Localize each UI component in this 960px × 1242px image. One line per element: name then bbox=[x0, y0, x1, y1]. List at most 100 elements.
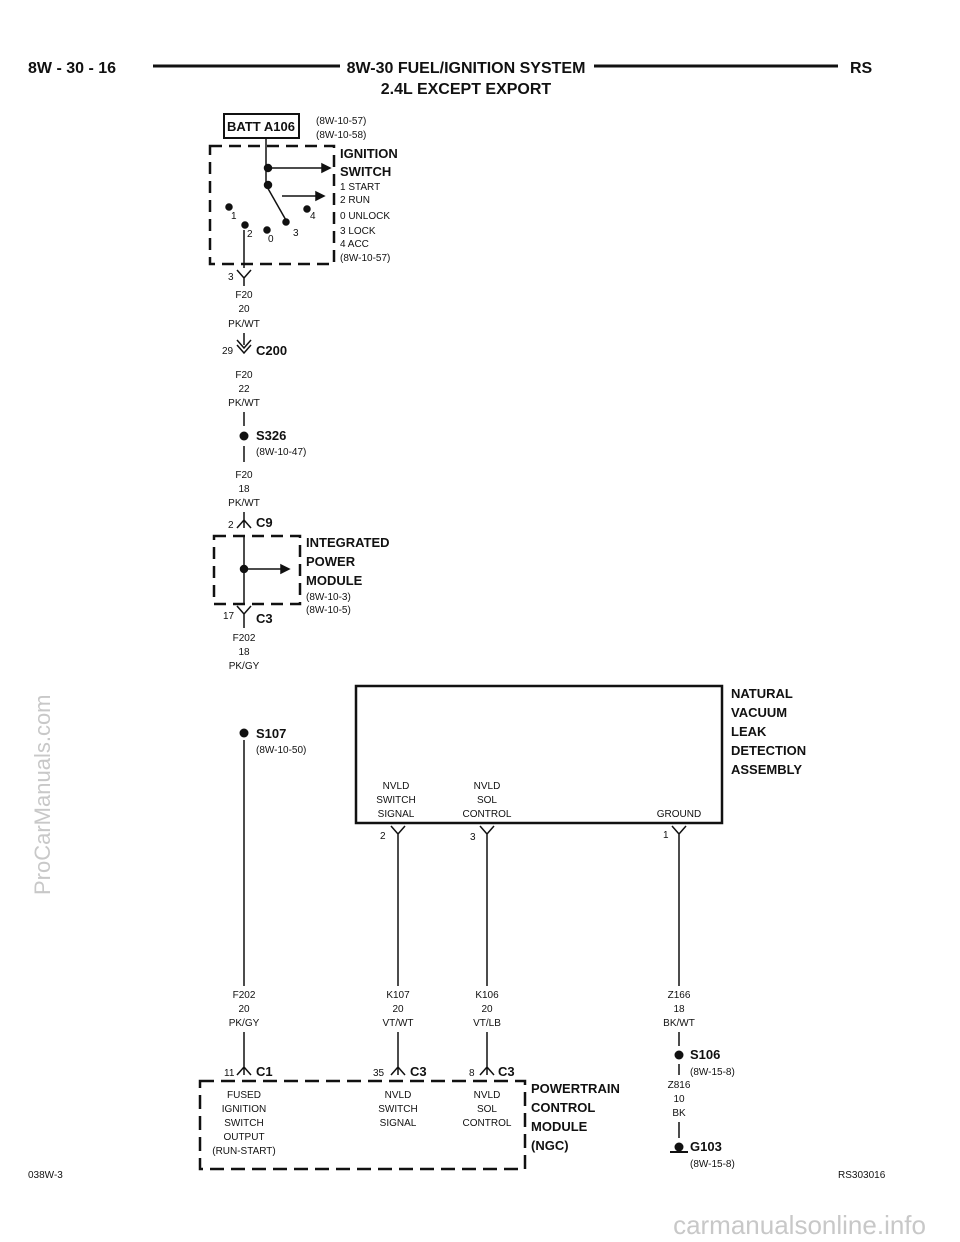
wire-k106-color: VT/LB bbox=[473, 1018, 501, 1029]
nvld-sol-control-3: CONTROL bbox=[463, 809, 512, 820]
ignition-pin-number: 3 bbox=[228, 272, 234, 283]
pcm-fused-5: (RUN-START) bbox=[212, 1146, 276, 1157]
footer-left-code: 038W-3 bbox=[28, 1170, 63, 1181]
ipm-ref-2: (8W-10-5) bbox=[306, 605, 351, 616]
pcm-sol-control-2: SOL bbox=[477, 1104, 497, 1115]
nvld-switch-signal-3: SIGNAL bbox=[378, 809, 415, 820]
pcm-sol-control-3: CONTROL bbox=[463, 1118, 512, 1129]
ignition-ref: (8W-10-57) bbox=[340, 253, 390, 264]
switch-pos-label-0: 0 bbox=[268, 234, 274, 245]
pcm-fused-4: OUTPUT bbox=[223, 1132, 264, 1143]
wire-k106-circuit: K106 bbox=[475, 990, 499, 1001]
ipm-internal-symbol bbox=[239, 536, 291, 604]
c3-ipm-connector-symbol bbox=[236, 605, 252, 628]
wire-k107-color: VT/WT bbox=[382, 1018, 413, 1029]
nvld-title-5: ASSEMBLY bbox=[731, 762, 802, 777]
s107-name: S107 bbox=[256, 726, 286, 741]
switch-pos-label-1: 1 bbox=[231, 211, 237, 222]
wire-z166-gauge: 18 bbox=[673, 1004, 685, 1015]
battery-label: BATT A106 bbox=[227, 119, 295, 134]
c9-connector-symbol bbox=[236, 512, 252, 529]
c9-pin: 2 bbox=[228, 520, 234, 531]
c3-ipm-name: C3 bbox=[256, 611, 273, 626]
pcm-sol-control-1: NVLD bbox=[474, 1090, 501, 1101]
s107-splice-dot bbox=[239, 728, 249, 738]
pcm-c3a-connector-symbol bbox=[390, 1032, 406, 1076]
wire-f20-b-gauge: 22 bbox=[238, 384, 250, 395]
ipm-box bbox=[212, 534, 302, 606]
wire-f20-a-circuit: F20 bbox=[235, 290, 253, 301]
pcm-c1-pin: 11 bbox=[224, 1068, 235, 1079]
s106-ref: (8W-15-8) bbox=[690, 1067, 735, 1078]
pcm-title-3: MODULE bbox=[531, 1119, 588, 1134]
wire-f20-b-circuit: F20 bbox=[235, 370, 253, 381]
wire-z166-circuit: Z166 bbox=[668, 990, 691, 1001]
ipm-ref-1: (8W-10-3) bbox=[306, 592, 351, 603]
watermark-left: ProCarManuals.com bbox=[30, 694, 55, 895]
page-code: 8W - 30 - 16 bbox=[28, 60, 116, 77]
nvld-ground-label: GROUND bbox=[657, 809, 701, 820]
c9-name: C9 bbox=[256, 515, 273, 530]
c3-ipm-pin: 17 bbox=[223, 611, 235, 622]
ipm-title-2: POWER bbox=[306, 554, 356, 569]
pcm-fused-3: SWITCH bbox=[224, 1118, 263, 1129]
ignition-switch-symbol bbox=[225, 138, 332, 268]
pcm-c3b-pin: 8 bbox=[469, 1068, 475, 1079]
wire-f202-a-gauge: 18 bbox=[238, 647, 250, 658]
s107-ref: (8W-10-50) bbox=[256, 745, 306, 756]
ignition-title-2: SWITCH bbox=[340, 164, 391, 179]
ignition-pos-0: 0 UNLOCK bbox=[340, 211, 390, 222]
nvld-title-2: VACUUM bbox=[731, 705, 787, 720]
pcm-c3b-connector-symbol bbox=[479, 1032, 495, 1076]
wire-f202-b-circuit: F202 bbox=[233, 990, 256, 1001]
pcm-title-1: POWERTRAIN bbox=[531, 1081, 620, 1096]
pcm-c1-connector-symbol bbox=[236, 1032, 252, 1076]
ignition-switch-box bbox=[208, 144, 336, 266]
wire-f20-b-color: PK/WT bbox=[228, 398, 260, 409]
pcm-title-2: CONTROL bbox=[531, 1100, 595, 1115]
ignition-pos-3: 3 LOCK bbox=[340, 226, 376, 237]
nvld-sol-control-2: SOL bbox=[477, 795, 497, 806]
model-code: RS bbox=[850, 60, 873, 77]
nvld-pin-2: 2 bbox=[380, 831, 386, 842]
switch-pos-label-4: 4 bbox=[310, 211, 316, 222]
page-title: 8W-30 FUEL/IGNITION SYSTEM bbox=[347, 60, 586, 77]
s106-name: S106 bbox=[690, 1047, 720, 1062]
wire-f20-a-gauge: 20 bbox=[238, 304, 250, 315]
switch-pos-label-2: 2 bbox=[247, 229, 253, 240]
s326-ref: (8W-10-47) bbox=[256, 447, 306, 458]
ignition-pos-2: 2 RUN bbox=[340, 195, 370, 206]
footer-right-code: RS303016 bbox=[838, 1170, 886, 1181]
wire-k107-circuit: K107 bbox=[386, 990, 410, 1001]
pcm-c1-name: C1 bbox=[256, 1064, 273, 1079]
ipm-title-3: MODULE bbox=[306, 573, 363, 588]
pcm-switch-signal-1: NVLD bbox=[385, 1090, 412, 1101]
battery-ref-1: (8W-10-57) bbox=[316, 116, 366, 127]
nvld-title-4: DETECTION bbox=[731, 743, 806, 758]
pcm-switch-signal-3: SIGNAL bbox=[380, 1118, 417, 1129]
pcm-switch-signal-2: SWITCH bbox=[378, 1104, 417, 1115]
pcm-title-4: (NGC) bbox=[531, 1138, 569, 1153]
wire-k107-gauge: 20 bbox=[392, 1004, 404, 1015]
nvld-pin-1: 1 bbox=[663, 830, 669, 841]
nvld-switch-signal-2: SWITCH bbox=[376, 795, 415, 806]
wire-z816-circuit: Z816 bbox=[668, 1080, 691, 1091]
nvld-pin-3-terminal bbox=[479, 825, 495, 986]
g103-ref: (8W-15-8) bbox=[690, 1159, 735, 1170]
battery-ref-2: (8W-10-58) bbox=[316, 130, 366, 141]
wire-f20-c-circuit: F20 bbox=[235, 470, 253, 481]
nvld-title-3: LEAK bbox=[731, 724, 767, 739]
nvld-pin-1-terminal bbox=[671, 825, 687, 986]
pcm-c3a-name: C3 bbox=[410, 1064, 427, 1079]
nvld-box bbox=[354, 684, 724, 825]
wire-z816-color: BK bbox=[672, 1108, 686, 1119]
nvld-pin-2-terminal bbox=[390, 825, 406, 986]
ignition-title-1: IGNITION bbox=[340, 146, 398, 161]
nvld-sol-control-1: NVLD bbox=[474, 781, 501, 792]
ignition-pin-terminal bbox=[236, 269, 252, 286]
wire-f202-b-gauge: 20 bbox=[238, 1004, 250, 1015]
wire-f202-a-circuit: F202 bbox=[233, 633, 256, 644]
ignition-pos-4: 4 ACC bbox=[340, 239, 369, 250]
g103-name: G103 bbox=[690, 1139, 722, 1154]
